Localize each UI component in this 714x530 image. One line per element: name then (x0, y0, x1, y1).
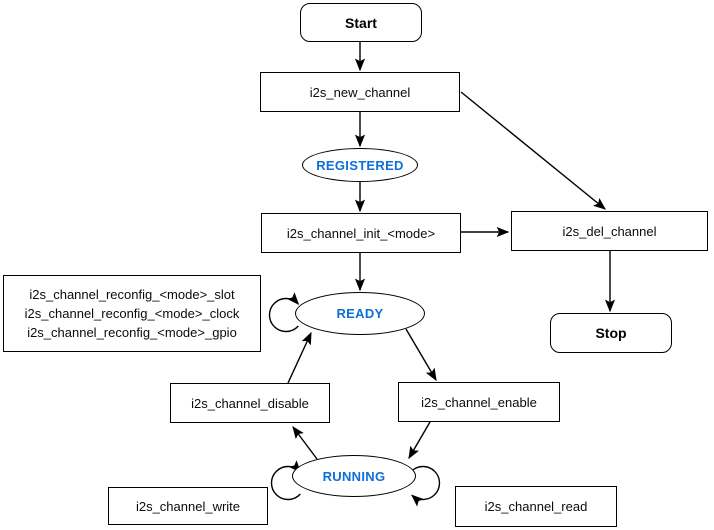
new-channel-node: i2s_new_channel (260, 72, 460, 112)
running-state-label: RUNNING (322, 468, 386, 484)
arrow-disable-to-ready (287, 331, 312, 384)
ready-state-label: READY (336, 306, 384, 321)
channel-read-node: i2s_channel_read (455, 486, 617, 527)
reconfig-gpio-label: i2s_channel_reconfig_<mode>_gpio (27, 325, 237, 340)
channel-write-label: i2s_channel_write (135, 498, 241, 514)
arrow-ready-to-enable (405, 328, 437, 382)
del-channel-label: i2s_del_channel (562, 223, 657, 239)
registered-state-node: REGISTERED (302, 148, 418, 182)
running-self-loop-right-arrow (411, 465, 441, 507)
running-self-loop-left-arrow (270, 460, 302, 501)
reconfig-clock-label: i2s_channel_reconfig_<mode>_clock (24, 306, 240, 321)
stop-node: Stop (550, 313, 672, 353)
channel-init-node: i2s_channel_init_<mode> (261, 213, 461, 253)
new-channel-label: i2s_new_channel (309, 84, 411, 100)
channel-enable-label: i2s_channel_enable (421, 394, 537, 410)
running-state-node: RUNNING (292, 455, 416, 497)
del-channel-node: i2s_del_channel (511, 211, 708, 251)
stop-label: Stop (595, 325, 627, 341)
arrow-enable-to-running (408, 421, 431, 460)
reconfig-node: i2s_channel_reconfig_<mode>_slot i2s_cha… (3, 275, 261, 352)
channel-disable-node: i2s_channel_disable (170, 383, 330, 423)
channel-write-node: i2s_channel_write (108, 487, 268, 525)
channel-enable-node: i2s_channel_enable (398, 382, 560, 422)
start-node: Start (300, 3, 422, 42)
reconfig-slot-label: i2s_channel_reconfig_<mode>_slot (29, 287, 235, 302)
start-label: Start (345, 14, 377, 31)
channel-init-label: i2s_channel_init_<mode> (286, 225, 436, 241)
arrow-running-to-disable (292, 425, 318, 460)
registered-state-label: REGISTERED (316, 157, 404, 173)
ready-self-loop-arrow (268, 292, 300, 333)
arrow-new-channel-to-del (460, 91, 606, 210)
ready-state-node: READY (295, 292, 425, 335)
channel-read-label: i2s_channel_read (484, 499, 588, 514)
channel-disable-label: i2s_channel_disable (191, 395, 309, 411)
